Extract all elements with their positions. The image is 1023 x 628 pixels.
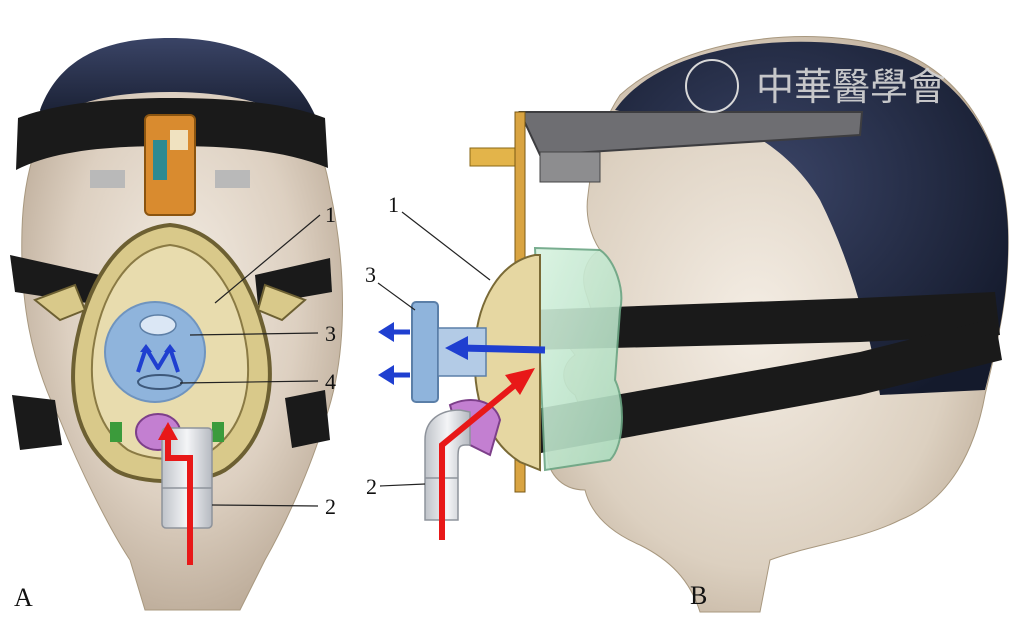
- leader-3-front: [189, 332, 319, 336]
- cushion-side: [533, 246, 623, 472]
- panel-a: 1 3 4 2 A: [10, 38, 343, 612]
- outflow-arrow-side-main: [459, 344, 546, 354]
- leader-1-side: [401, 211, 491, 281]
- callout-1-front: 1: [325, 202, 336, 227]
- watermark-seal: [685, 59, 739, 113]
- forehead-arm-side: [518, 111, 864, 157]
- panel-b: 1 3 2 B 中華醫學會: [365, 36, 1009, 613]
- jaw-strap-right-front: [285, 390, 330, 448]
- lower-strap-side: [530, 318, 1002, 455]
- watermark-text: 中華醫學會: [756, 65, 946, 109]
- inflow-arrow-side: [439, 382, 517, 540]
- leader-2-front: [211, 504, 319, 507]
- callout-2-side: 2: [366, 474, 377, 499]
- inflow-arrow-front: [165, 436, 193, 565]
- exhaust-valve-side: [411, 301, 439, 403]
- upper-strap-side: [530, 292, 1000, 350]
- leader-4-front: [179, 380, 319, 384]
- leader-2-side: [379, 483, 426, 487]
- jaw-strap-left-front: [12, 395, 62, 450]
- panel-label-a: A: [14, 583, 33, 612]
- callout-1-side: 1: [388, 192, 399, 217]
- panel-label-b: B: [690, 581, 707, 610]
- leader-1-front: [214, 214, 321, 304]
- callout-3-side: 3: [365, 262, 376, 287]
- callout-3-front: 3: [325, 321, 336, 346]
- leader-3-side: [377, 282, 416, 311]
- scalp-cap-front: [40, 38, 315, 125]
- callout-4-front: 4: [325, 369, 336, 394]
- outflow-arrow-front: [136, 346, 180, 373]
- exhaust-valve-disc-front: [104, 301, 206, 403]
- inlet-tube-side: [424, 409, 471, 521]
- callout-2-front: 2: [325, 494, 336, 519]
